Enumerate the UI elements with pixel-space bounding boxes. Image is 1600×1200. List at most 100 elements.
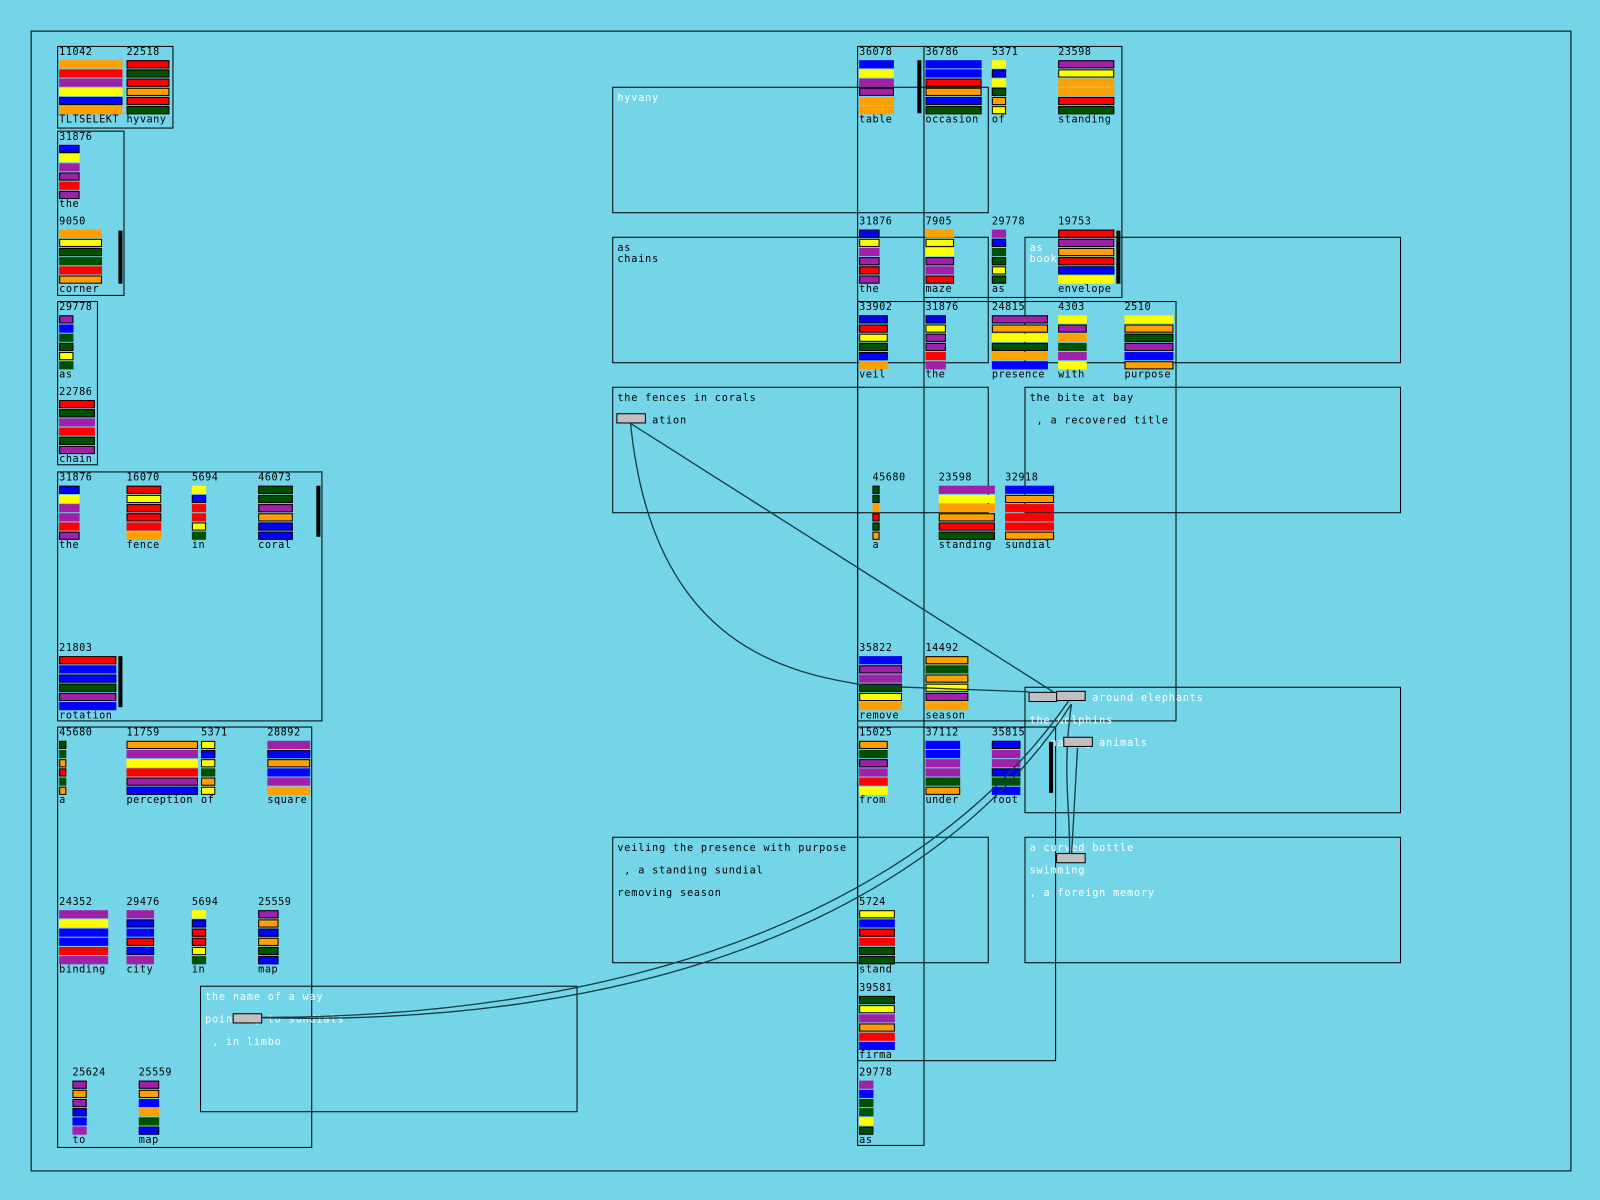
glyph-bar [59,759,67,768]
glyph-bar [1058,361,1087,370]
word-chip-handle[interactable] [1063,736,1093,747]
glyph-bar [925,87,982,96]
glyph-bar [72,1117,87,1126]
stack-marker [118,230,123,284]
text-panel-veiling[interactable]: veiling the presence with purpose , a st… [612,836,989,964]
glyph-value: 25624 [72,1067,106,1079]
text-panel-bite-at-bay[interactable]: the bite at bay , a recovered title [1024,386,1402,514]
glyph-bar [59,910,109,919]
glyph-bar [72,1080,87,1089]
glyph-label: of [201,794,215,807]
glyph-bar [1058,78,1115,87]
word-chip-handle[interactable] [616,413,646,424]
word-chip-handle[interactable] [1056,690,1086,702]
panel-line: , in limbo [205,1036,282,1048]
word-glyph-to[interactable]: 25624 to [72,1068,113,1150]
glyph-label: square [267,794,308,807]
glyph-bar [191,494,207,504]
glyph-bar [925,247,955,257]
word-chip-handle[interactable] [1056,853,1086,864]
glyph-bar [1124,342,1174,352]
glyph-bar [59,154,80,163]
glyph-bar [59,702,117,711]
word-chip-handle[interactable] [1028,691,1058,703]
outer-frame [30,30,1572,1172]
glyph-bar [859,919,895,928]
glyph-bar [1058,342,1087,352]
glyph-bar [201,740,216,749]
glyph-value: 23598 [938,472,973,484]
link-curve [244,703,1072,1019]
glyph-bar [1058,324,1087,333]
word-chip-handle[interactable] [232,1013,263,1024]
text-panel-hyvany[interactable]: hyvany [612,86,989,214]
group-box [923,45,1123,298]
text-panel-fences-corals[interactable]: the fences in corals ation [612,386,989,514]
glyph-bar [925,324,946,333]
glyph-bar [59,436,95,445]
glyph-value: 2510 [1124,302,1152,314]
glyph-bar [1058,275,1115,284]
glyph-bar [59,768,67,777]
glyph-bar [872,522,880,531]
glyph-bar [991,69,1007,78]
glyph-bar [925,692,969,702]
glyph-bar [59,399,95,409]
glyph-bar [925,342,946,352]
glyph-bar [59,87,123,96]
glyph-bar [258,956,279,965]
glyph-value: 29778 [59,302,93,314]
glyph-bar [859,106,894,115]
glyph-bar [72,1098,87,1108]
glyph-label: to [72,1134,86,1146]
